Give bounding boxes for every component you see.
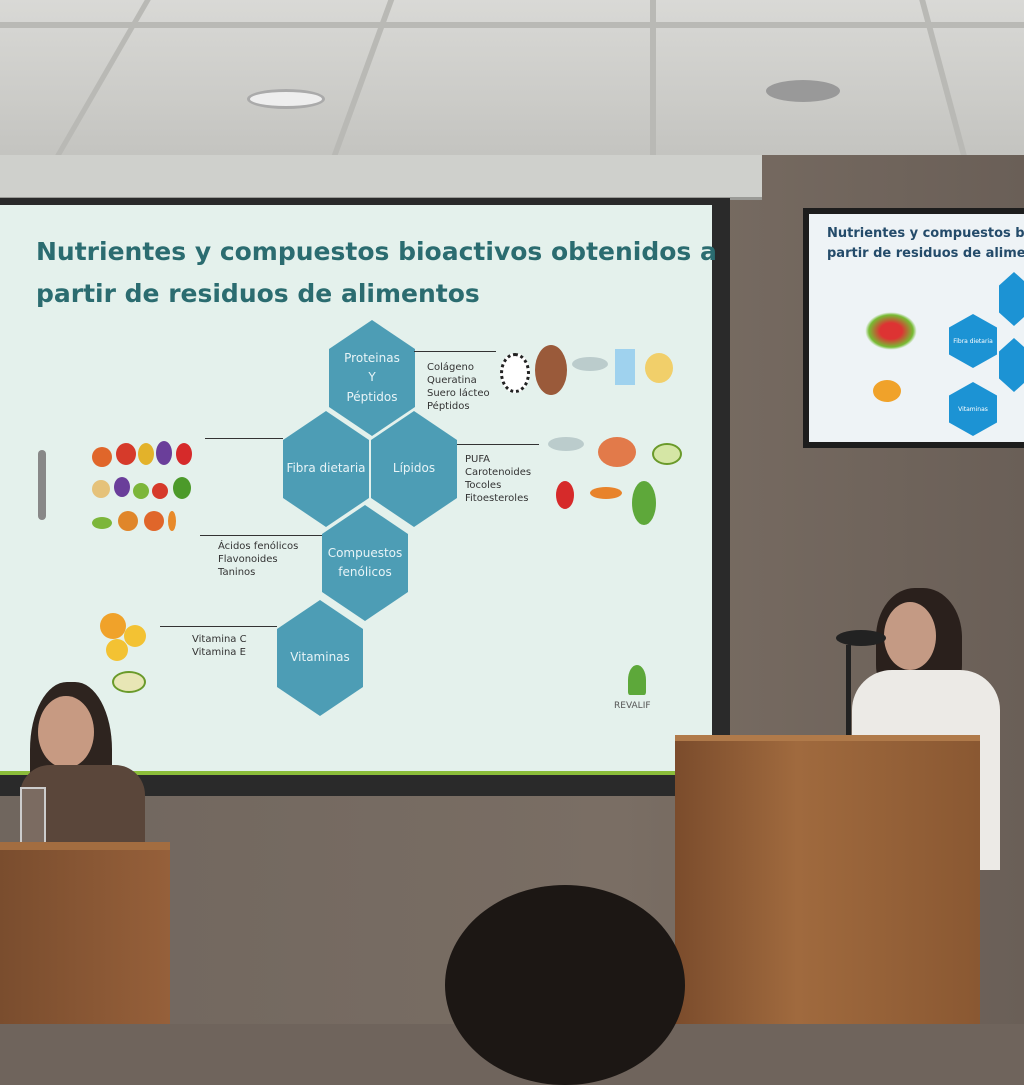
revalif-logo: REVALIF bbox=[614, 665, 651, 711]
wheat-icon bbox=[38, 450, 46, 520]
hex-vitaminas: Vitaminas bbox=[277, 600, 363, 716]
ceiling bbox=[0, 0, 1024, 155]
projection-screen: Nutrientes y compuestos bioactivos obten… bbox=[0, 205, 717, 775]
podium bbox=[675, 735, 980, 1024]
desk bbox=[0, 842, 170, 1024]
tv-title-line1: Nutrientes y compuestos bio bbox=[827, 226, 1024, 241]
water-glass bbox=[20, 787, 46, 845]
slide-title-line2: partir de residuos de alimentos bbox=[36, 279, 480, 308]
citrus-icon bbox=[873, 380, 901, 402]
slide-title-line1: Nutrientes y compuestos bioactivos obten… bbox=[36, 237, 717, 266]
arrow bbox=[200, 535, 322, 536]
vegetables-icon bbox=[865, 312, 917, 350]
tv-hex-compuestos bbox=[999, 338, 1024, 392]
arrow bbox=[160, 626, 277, 627]
hex-lipidos: Lípidos bbox=[371, 411, 457, 527]
audience-head bbox=[445, 885, 685, 1085]
projector-screen-housing bbox=[0, 155, 762, 200]
ceiling-light bbox=[766, 80, 840, 102]
arrow bbox=[457, 444, 539, 445]
tv-hex-fibra: Fibra dietaria bbox=[949, 314, 997, 368]
tv-hex-vitaminas: Vitaminas bbox=[949, 382, 997, 436]
tv-title-line2: partir de residuos de alimen bbox=[827, 246, 1024, 261]
arrow bbox=[205, 438, 283, 439]
arrow bbox=[414, 351, 496, 352]
tv-screen: Nutrientes y compuestos bio partir de re… bbox=[809, 214, 1024, 442]
ceiling-light bbox=[247, 89, 325, 109]
tv-hex-proteinas bbox=[999, 272, 1024, 326]
hex-fibra-dietaria: Fibra dietaria bbox=[283, 411, 369, 527]
